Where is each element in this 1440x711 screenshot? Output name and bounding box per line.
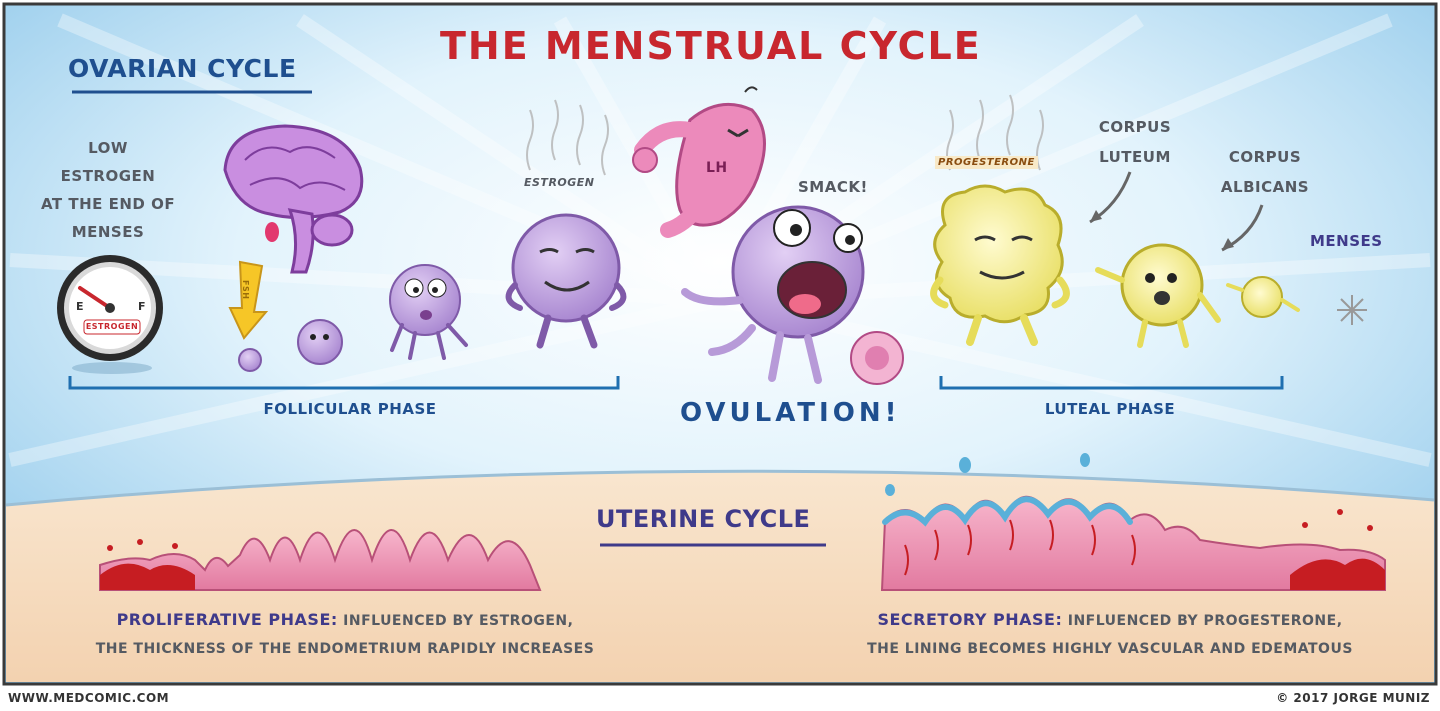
proliferative-line1: INFLUENCED BY ESTROGEN, [343,613,574,629]
secretory-title: SECRETORY PHASE: [877,610,1063,629]
dominant-follicle [505,213,627,349]
lh-hormone-character [632,86,766,238]
proliferative-line2: THE THICKNESS OF THE ENDOMETRIUM RAPIDLY… [95,641,595,657]
menses-label: MENSES [1310,232,1383,250]
corpus-luteum-arrowhead [1090,210,1102,222]
follicle-tiny [238,348,262,372]
gauge-estrogen-label: ESTROGEN [85,322,139,331]
page-title: THE MENSTRUAL CYCLE [440,24,982,68]
corpus-albicans-label: CORPUS ALBICANS [1220,148,1310,196]
ovarian-cycle-heading: OVARIAN CYCLE [68,54,297,83]
estrogen-label: ESTROGEN [524,176,595,189]
proliferative-title: PROLIFERATIVE PHASE: [116,610,338,629]
luteal-phase-bracket [939,376,1284,390]
secretory-line2: THE LINING BECOMES HIGHLY VASCULAR AND E… [867,641,1353,657]
proliferative-endometrium [99,529,542,591]
progesterone-label: PROGESTERONE [935,156,1038,169]
brain-icon [223,124,364,274]
corpus-luteum-character [930,184,1070,346]
low-estrogen-label: LOW ESTROGEN AT THE END OF MENSES [40,139,176,241]
corpus-albicans-character [1095,243,1221,348]
secretory-line1: INFLUENCED BY PROGESTERONE, [1067,613,1343,629]
horizon-line [5,469,1435,507]
progesterone-steam [946,94,1044,171]
estrogen-gauge-icon [57,255,163,374]
proliferative-caption: PROLIFERATIVE PHASE: INFLUENCED BY ESTRO… [20,606,670,663]
corpus-albicans-arrowhead [1222,238,1234,250]
corpus-luteum-label: CORPUS LUTEUM [1098,118,1172,166]
fsh-label: FSH [241,280,250,300]
uterine-cycle-heading: UTERINE CYCLE [596,505,811,533]
footer-site-link[interactable]: WWW.MEDCOMIC.COM [8,691,170,705]
follicle-small [297,319,343,365]
shrinking-corpus-albicans [1226,276,1300,318]
released-egg [850,331,904,385]
follicular-phase-bracket [68,376,620,390]
follicle-medium [389,264,468,360]
fsh-arrow-icon [228,260,269,340]
luteal-phase-label: LUTEAL PHASE [1044,400,1176,418]
secretory-endometrium [880,453,1386,591]
footer-copyright: © 2017 JORGE MUNIZ [1276,691,1430,705]
menses-sparkle-icon [1337,295,1367,325]
smack-label: SMACK! [798,178,868,196]
follicular-phase-label: FOLLICULAR PHASE [263,400,437,418]
ovulation-label: OVULATION! [680,398,901,428]
gauge-f-mark: F [138,300,147,313]
ovulating-follicle [681,205,865,384]
secretory-caption: SECRETORY PHASE: INFLUENCED BY PROGESTER… [790,606,1430,663]
lh-label: LH [706,160,728,176]
gauge-e-mark: E [76,300,85,313]
estrogen-steam [526,99,609,176]
